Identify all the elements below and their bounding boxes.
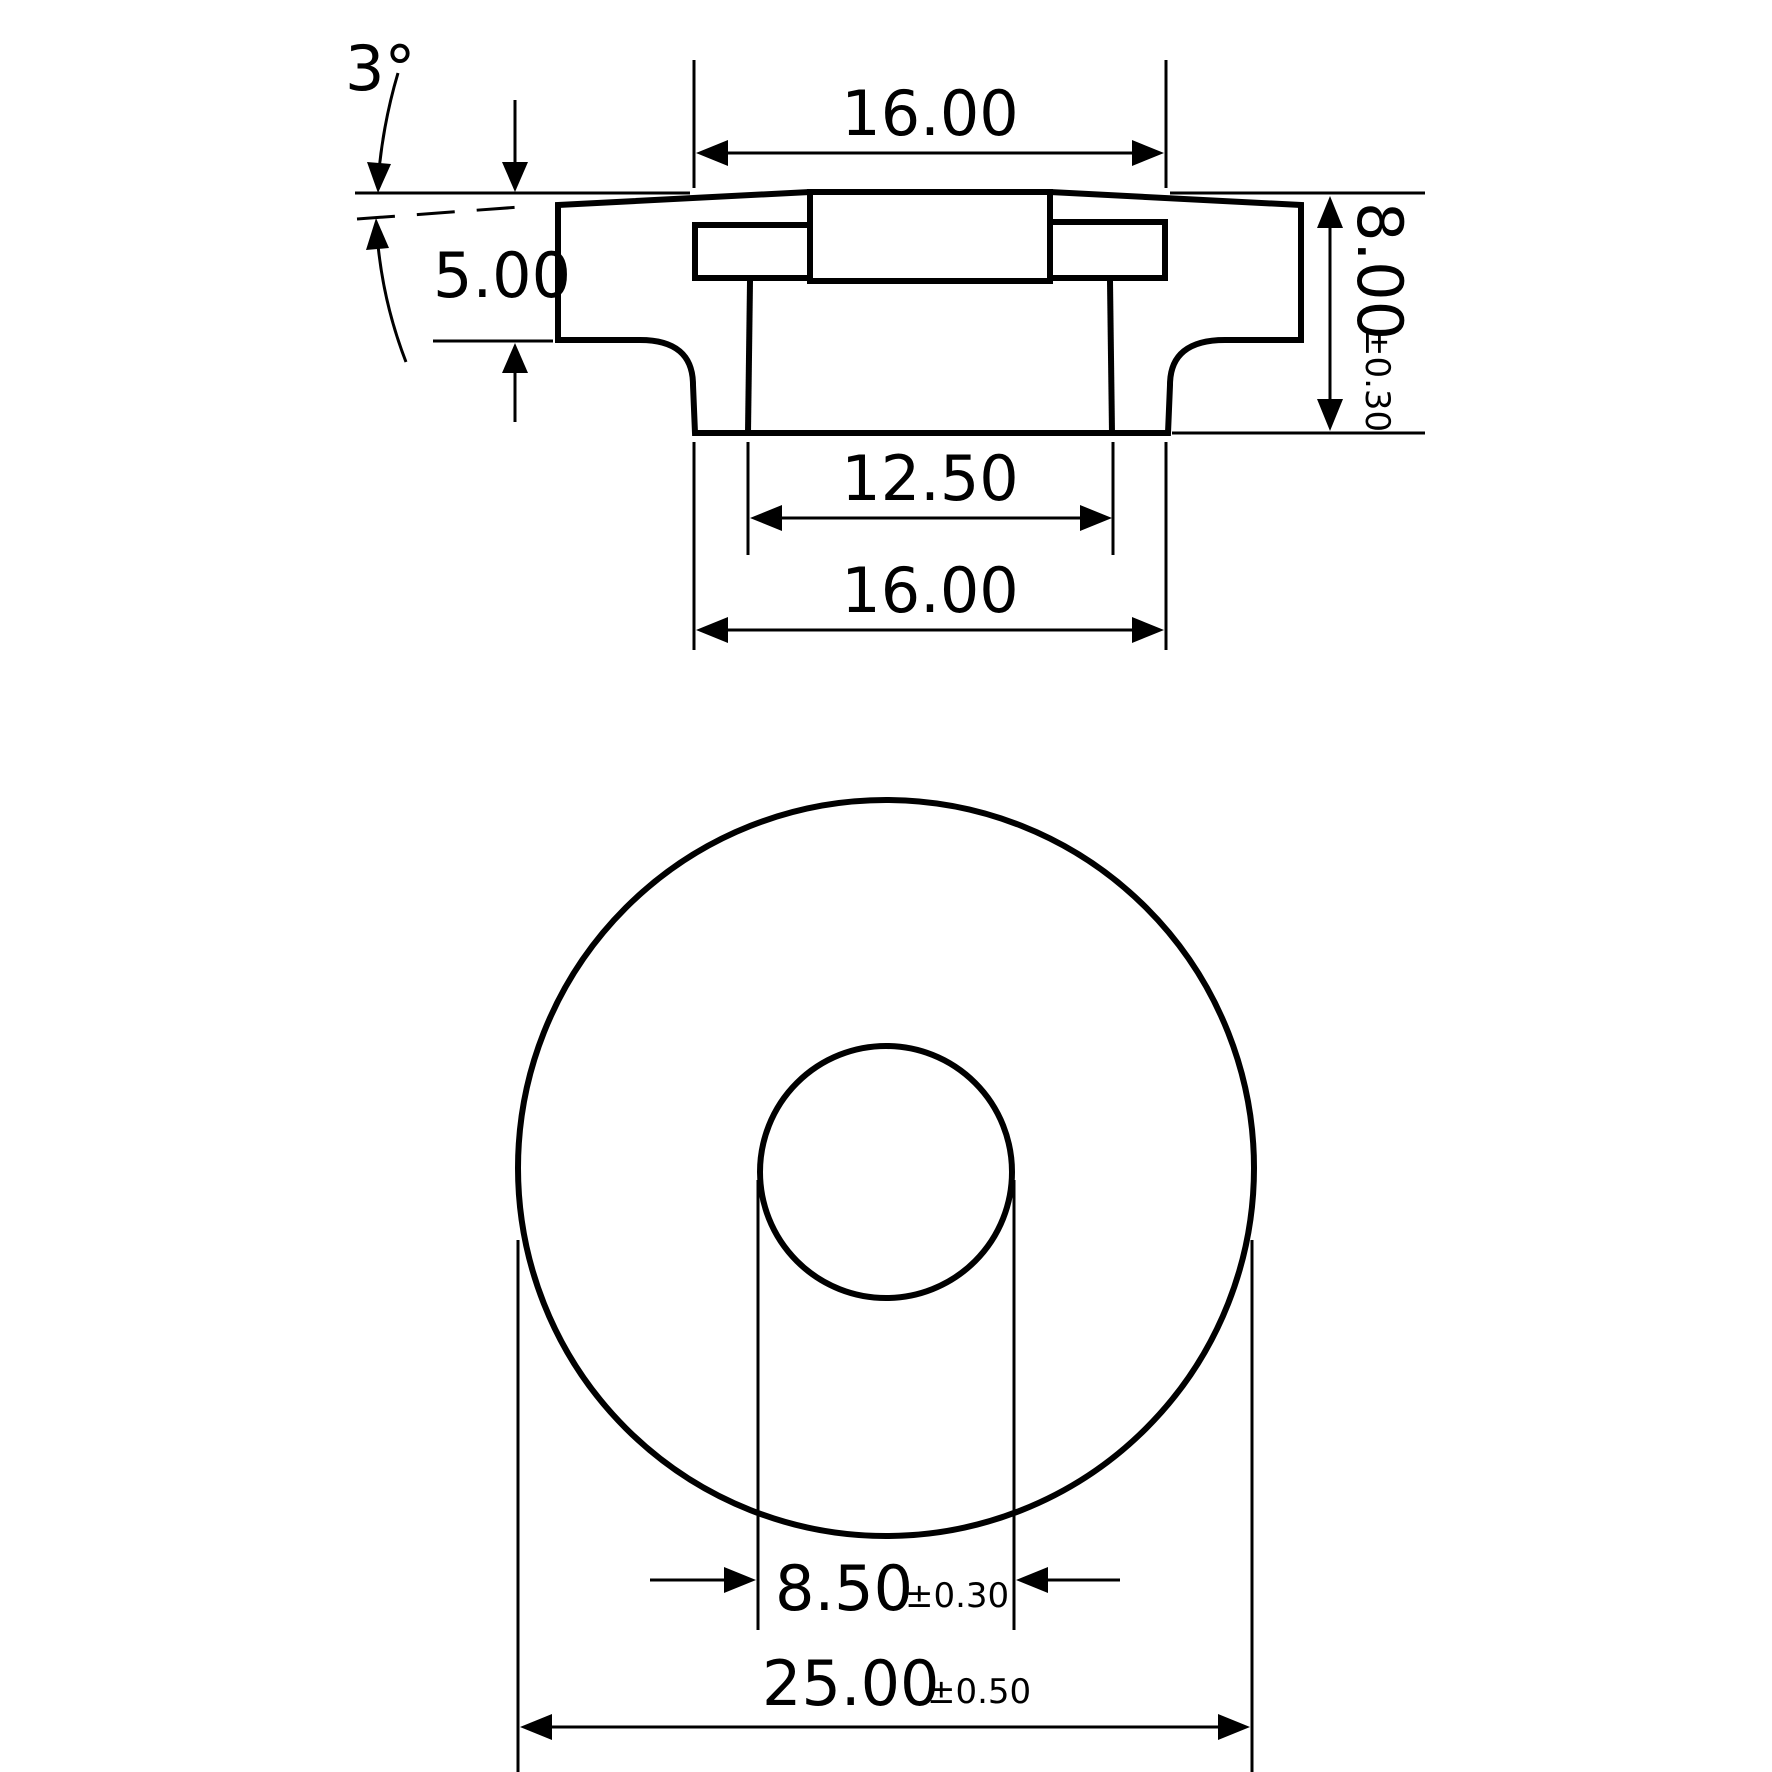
outer-circle [515,797,1257,1539]
top-width-label: 16.00 [841,77,1019,150]
right-recess [1050,219,1168,281]
angle-label: 3° [345,32,415,105]
bottom-width-label: 16.00 [841,554,1019,627]
bottom-width-dimension: 16.00 [696,554,1164,643]
bore-wall-left [745,280,753,434]
flange-thickness-label: 5.00 [433,239,571,312]
left-recess [692,222,810,281]
inner-circle [757,1043,1015,1301]
extension-lines [355,60,1425,650]
height-dimension: 8.00 ±0.30 [1317,196,1416,432]
bore-width-dimension: 12.50 [750,442,1112,531]
top-view-extension-lines [516,1180,1254,1772]
outer-diameter-tolerance: ±0.50 [927,1672,1031,1712]
outer-diameter-label: 25.00 [762,1647,940,1720]
bore-width-label: 12.50 [841,442,1019,515]
top-width-dimension: 16.00 [696,77,1164,166]
side-view-outline [555,189,1304,436]
top-view [515,797,1257,1539]
inner-diameter-label: 8.50 [775,1552,913,1625]
height-tolerance: ±0.30 [1357,328,1397,432]
side-view [555,189,1304,436]
outer-diameter-dimension: 25.00 ±0.50 [520,1647,1250,1740]
inner-diameter-tolerance: ±0.30 [905,1576,1009,1616]
bore-wall-right [1107,280,1115,434]
angle-dimension: 3° [345,32,415,363]
inner-diameter-dimension: 8.50 ±0.30 [650,1552,1120,1625]
flange-thickness-dimension: 5.00 [433,100,571,422]
angle-reference-line [356,205,521,221]
height-label: 8.00 [1343,202,1416,340]
center-insert [807,189,1053,284]
